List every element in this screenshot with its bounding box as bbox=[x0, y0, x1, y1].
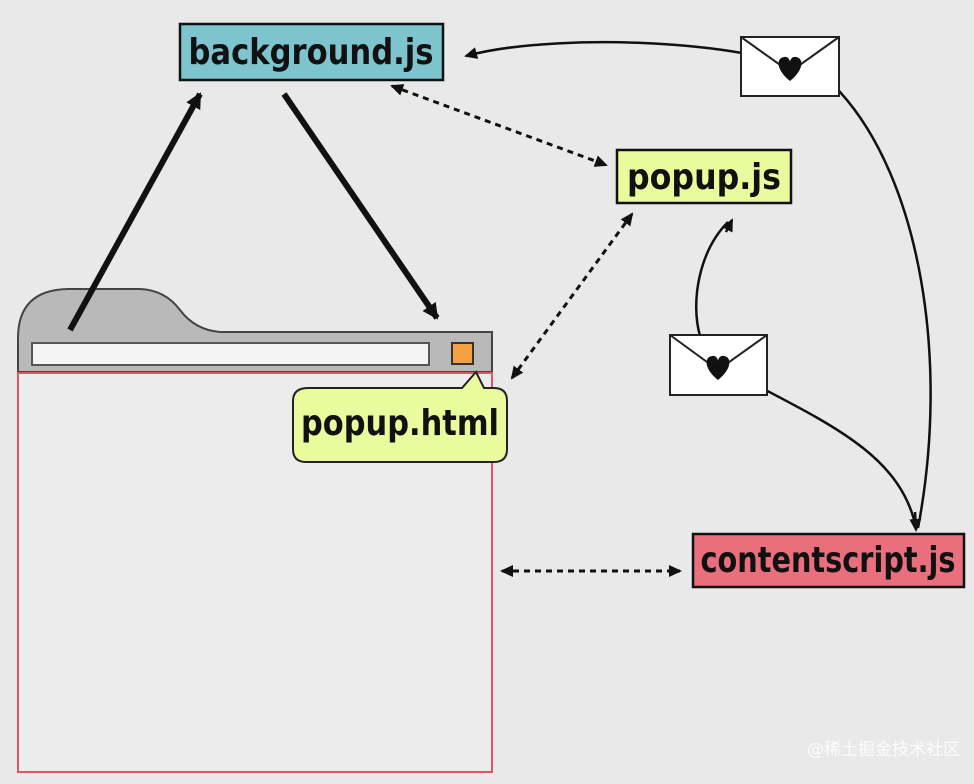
node-background-js-label: background.js bbox=[189, 32, 434, 73]
dashed-arrow-background-popupjs bbox=[390, 84, 608, 167]
extension-button[interactable] bbox=[451, 342, 474, 365]
node-popup-js: popup.js bbox=[615, 148, 793, 205]
dashed-arrow-popupjs-popuphtml bbox=[510, 212, 634, 380]
node-popup-html-callout: popup.html bbox=[292, 370, 508, 463]
envelope-heart-icon bbox=[669, 334, 768, 396]
node-contentscript-js: contentscript.js bbox=[691, 532, 966, 589]
node-contentscript-js-label: contentscript.js bbox=[701, 540, 956, 581]
browser-window bbox=[17, 288, 493, 773]
node-background-js: background.js bbox=[178, 22, 445, 82]
watermark-text: @稀土掘金技术社区 bbox=[807, 740, 960, 760]
node-popup-js-label: popup.js bbox=[627, 157, 781, 198]
message-curve-arrowhead-to-contentscript bbox=[909, 511, 922, 532]
arrow-background-to-extension-button bbox=[281, 92, 440, 320]
message-curve-contentscript-background bbox=[464, 40, 932, 529]
address-bar[interactable] bbox=[31, 342, 430, 366]
envelope-heart-icon bbox=[740, 36, 840, 97]
message-curve-arrowhead-to-popupjs bbox=[721, 218, 734, 233]
node-popup-html-label: popup.html bbox=[301, 403, 499, 444]
arrow-browser-to-background bbox=[67, 92, 203, 332]
